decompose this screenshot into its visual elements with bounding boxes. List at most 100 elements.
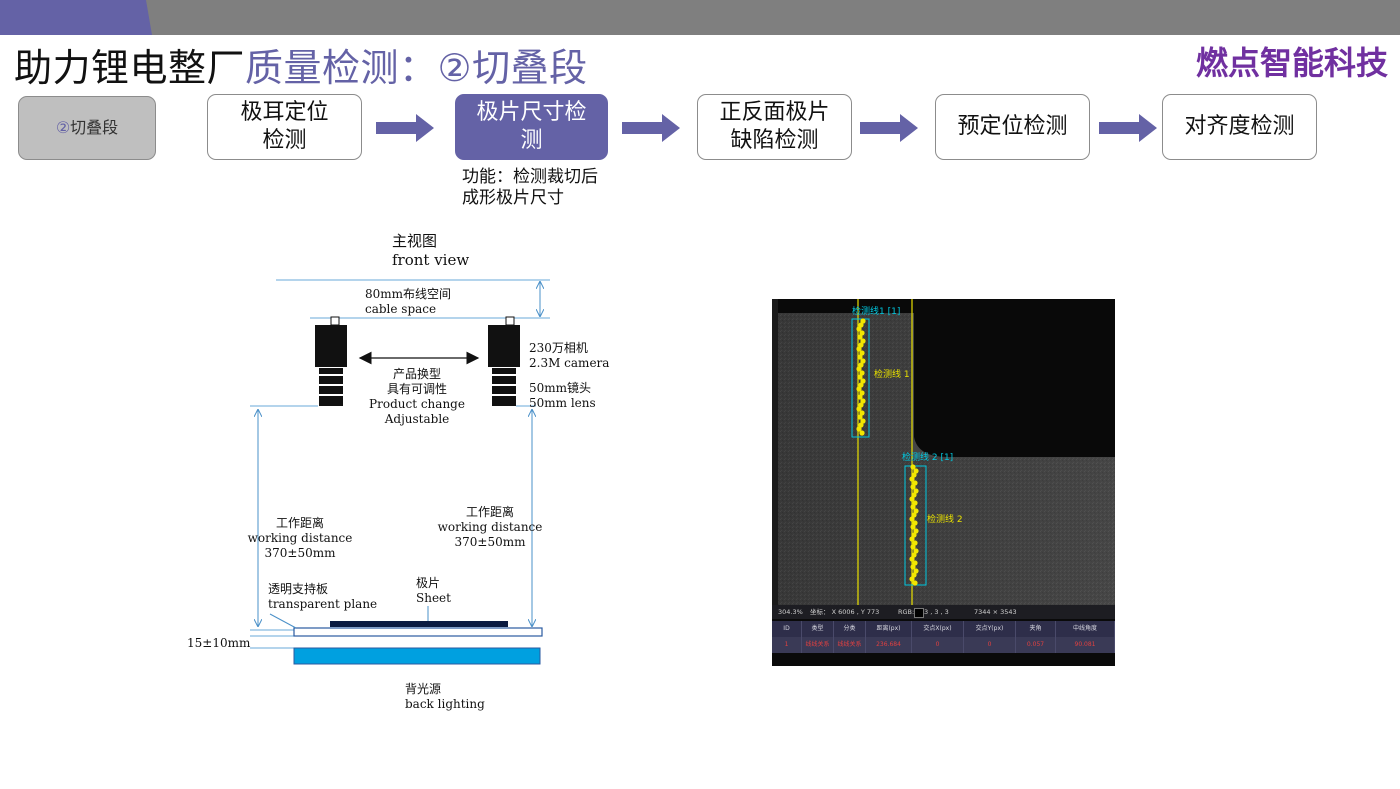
step-label-line2: 测 [520, 128, 543, 153]
table-cell: 0 [912, 637, 964, 653]
table-cell: 0.057 [1016, 637, 1056, 653]
table-header-cell: 交点Y(px) [964, 621, 1016, 637]
edge-point [858, 342, 864, 348]
edge-point [858, 402, 864, 408]
table-cell: 0 [964, 637, 1016, 653]
gap-label: 15±10mm [187, 636, 251, 650]
edge-point [912, 560, 918, 566]
lens-cn: 50mm镜头 [529, 381, 592, 395]
edge-point [858, 322, 864, 328]
top-bar-accent [0, 0, 152, 35]
roi1-label: 检测线 1 [874, 370, 910, 380]
sheet-en: Sheet [416, 591, 451, 605]
wd-left-cn: 工作距离 [275, 516, 324, 530]
diagram-drawing [250, 279, 550, 665]
working-distance-left-label: 工作距离 working distance 370±50mm [240, 516, 360, 561]
sheet-cn: 极片 [416, 576, 441, 590]
edge-point [856, 426, 862, 432]
step-label-line2: 检测 [262, 128, 307, 153]
adjust-cn2: 具有可调性 [386, 382, 447, 396]
step-tab-defect: 正反面极片缺陷检测 [697, 94, 852, 160]
edge-point [860, 418, 866, 424]
rgb-label: RGB: [898, 608, 915, 616]
cable-space-label: 80mm布线空间 cable space [365, 287, 451, 317]
coord-readout: 坐标： X 6006 , Y 773 [810, 608, 880, 616]
table-header-cell: ID [772, 621, 802, 637]
edge-point [857, 414, 863, 420]
wd-right-cn: 工作距离 [465, 505, 514, 519]
edge-point [913, 468, 919, 474]
edge-point [912, 580, 918, 586]
backlight [293, 647, 541, 665]
roi2-label: 检测线 2 [927, 515, 963, 525]
edge-point [909, 556, 915, 562]
zoom-readout: 304.3% [778, 608, 803, 616]
backlight-label: 背光源 back lighting [405, 682, 485, 712]
table-header-cell: 距离(px) [866, 621, 912, 637]
edge-point [911, 572, 917, 578]
step-tab-prepositioning: 预定位检测 [935, 94, 1090, 160]
edge-point [909, 516, 915, 522]
step-label-line2: 缺陷检测 [730, 128, 819, 153]
edge-point [913, 528, 919, 534]
diagram-title: 主视图 front view [370, 232, 490, 270]
edge-point [859, 330, 865, 336]
arrow-right-icon [622, 114, 680, 142]
roi2-title: 检测线 2 [1] [902, 453, 954, 463]
function-note-line1: 功能：检测裁切后 [462, 167, 598, 187]
edge-point [860, 318, 866, 324]
edge-point [860, 378, 866, 384]
rgb-swatch [914, 608, 924, 618]
title-main: 助力锂电整厂 [14, 46, 246, 90]
step-label-line1: 极耳定位 [240, 100, 329, 125]
roi1-title: 检测线1 [1] [852, 307, 901, 317]
edge-point [857, 334, 863, 340]
step-label-line1: 正反面极片 [719, 100, 830, 125]
adjust-cn1: 产品换型 [392, 367, 441, 381]
step-label-line1: 对齐度检测 [1184, 114, 1295, 139]
edge-point [912, 500, 918, 506]
adjust-en2: Adjustable [384, 412, 450, 426]
step-tab-positioning: 极耳定位检测 [207, 94, 362, 160]
edge-point [911, 512, 917, 518]
camera-label: 230万相机 2.3M camera [529, 341, 609, 371]
edge-point [859, 370, 865, 376]
edge-point [860, 398, 866, 404]
company-name: 燃点智能科技 [1195, 44, 1388, 82]
edge-point [856, 406, 862, 412]
edge-point [858, 362, 864, 368]
step-tab-alignment: 对齐度检测 [1162, 94, 1317, 160]
edge-point [856, 326, 862, 332]
table-header-cell: 中线角度 [1056, 621, 1115, 637]
table-cell: 90.081 [1056, 637, 1115, 653]
edge-point [910, 504, 916, 510]
sheet [330, 621, 508, 627]
function-note-line2: 成形极片尺寸 [462, 188, 564, 208]
transparent-plane [293, 627, 543, 637]
rgb-value: 3 , 3 , 3 [924, 608, 949, 616]
edge-point [912, 520, 918, 526]
lens-label: 50mm镜头 50mm lens [529, 381, 596, 411]
top-bar [0, 0, 1400, 35]
edge-point [912, 480, 918, 486]
edge-point [913, 548, 919, 554]
diagram-title-cn: 主视图 [392, 232, 438, 250]
image-size: 7344 × 3543 [974, 608, 1017, 616]
edge-point [910, 544, 916, 550]
roi2-edge-points [909, 464, 919, 586]
table-cell: 1 [772, 637, 802, 653]
function-note: 功能：检测裁切后 成形极片尺寸 [462, 167, 598, 209]
edge-point [859, 410, 865, 416]
camera-en: 2.3M camera [529, 356, 610, 370]
edge-point [856, 386, 862, 392]
cable-space-en: cable space [365, 302, 437, 316]
table-cell: 线线关系 [802, 637, 834, 653]
cable-space-cn: 80mm布线空间 [365, 287, 452, 301]
wd-left-en: working distance [247, 531, 353, 545]
arrow-right-icon [860, 114, 918, 142]
plate-cn: 透明支持板 [268, 582, 329, 596]
inspection-screenshot: 检测线1 [1] 检测线 1 检测线 2 [1] 检测线 2 304.3% 坐标… [772, 299, 1115, 666]
